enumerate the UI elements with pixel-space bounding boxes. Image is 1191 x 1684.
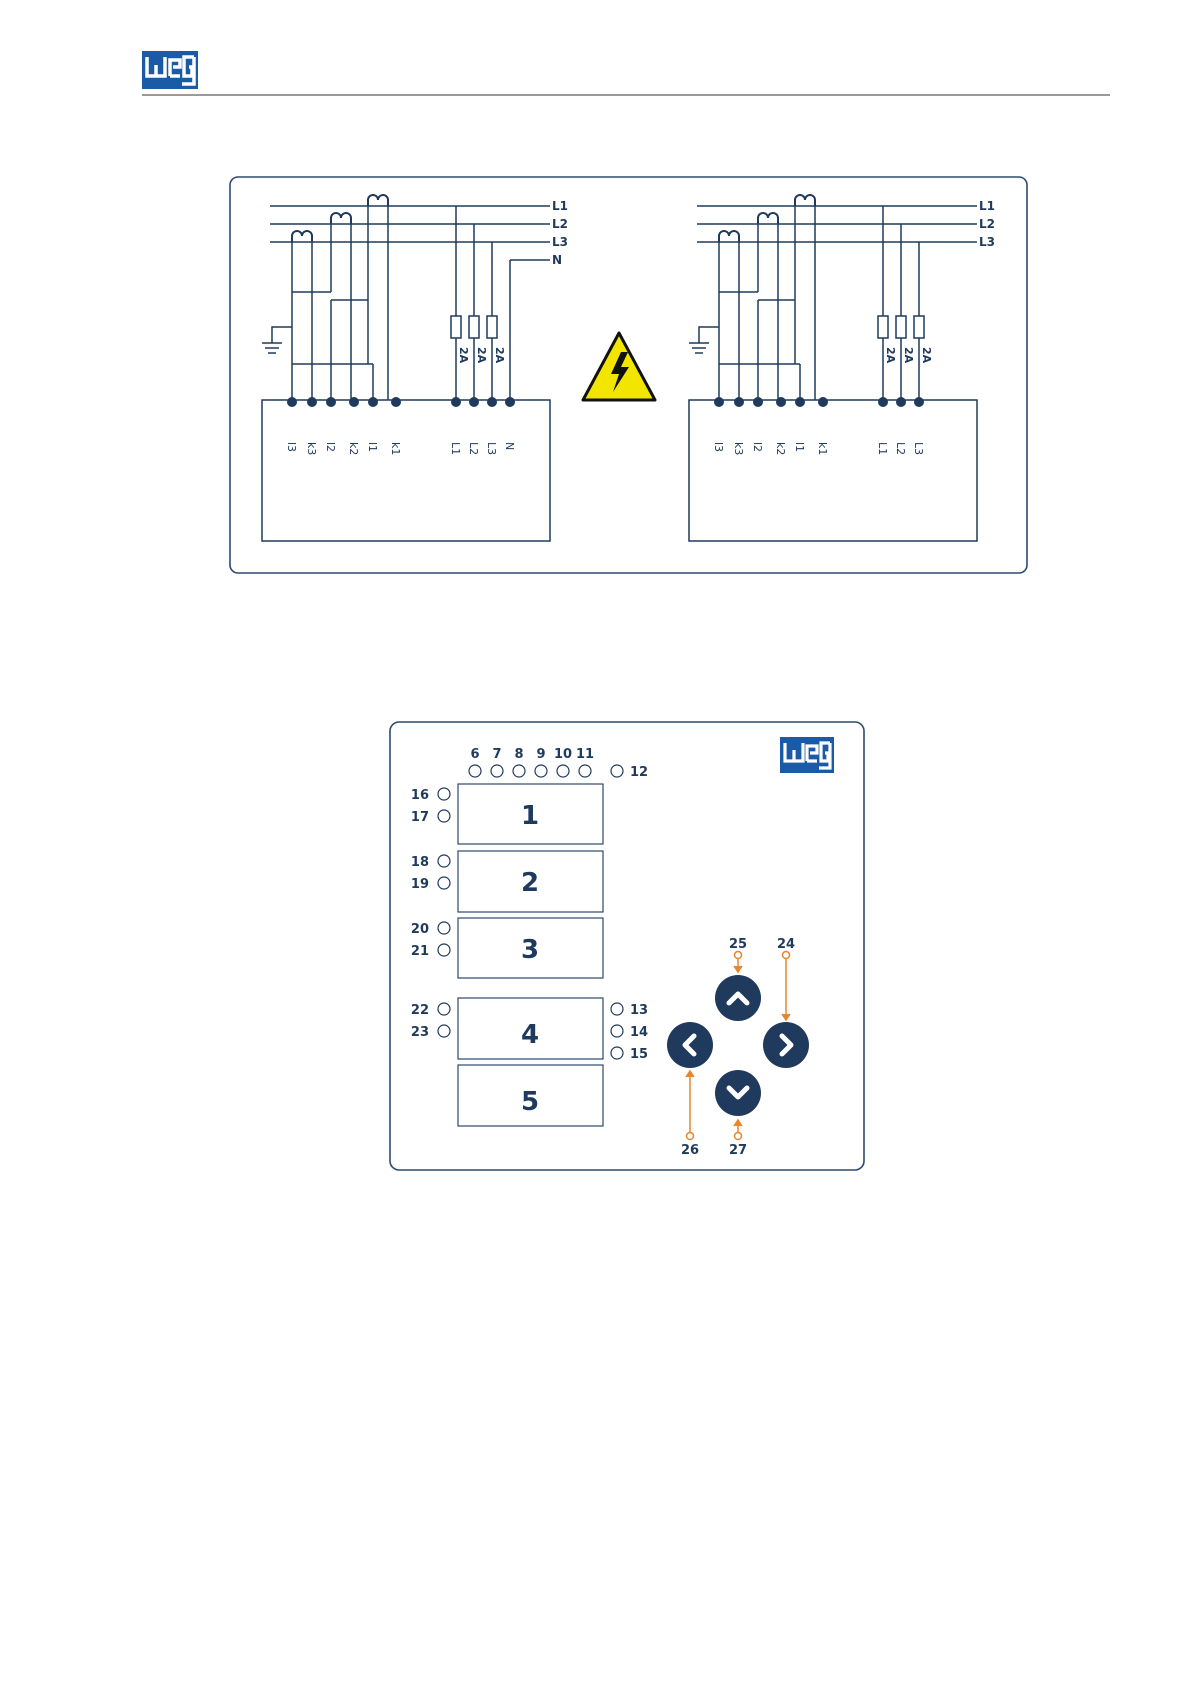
terminal-label: l2 [751, 442, 764, 452]
fuse-label: 2A [902, 347, 915, 364]
led-number: 12 [630, 765, 648, 780]
wiring-left-terminals [287, 397, 515, 407]
line-label: L1 [552, 199, 568, 213]
callout-label: 25 [729, 937, 747, 952]
display-number: 2 [521, 868, 539, 898]
led-number: 7 [492, 747, 501, 762]
callout-label: 26 [681, 1143, 699, 1158]
terminal-label: k2 [347, 442, 360, 455]
chevron-left-icon[interactable] [667, 1022, 713, 1068]
wiring-right [689, 195, 977, 541]
terminal-label: L2 [467, 442, 480, 455]
display-number: 5 [521, 1087, 539, 1117]
line-label: L3 [979, 235, 995, 249]
terminal-label: k2 [774, 442, 787, 455]
terminal-label: l3 [712, 442, 725, 452]
led-number: 6 [470, 747, 479, 762]
terminal-label: k3 [305, 442, 318, 455]
led-number: 23 [411, 1025, 429, 1040]
line-label: L1 [979, 199, 995, 213]
panel-weg-logo [780, 737, 834, 773]
line-label: N [552, 253, 562, 267]
callout-label: 27 [729, 1143, 747, 1158]
chevron-right-icon[interactable] [763, 1022, 809, 1068]
terminal-label: L1 [449, 442, 462, 455]
terminal-label: l1 [793, 442, 806, 452]
display-number: 1 [521, 801, 539, 831]
line-label: L2 [979, 217, 995, 231]
wiring-right-terminals [714, 397, 924, 407]
led-number: 8 [514, 747, 523, 762]
callout-label: 24 [777, 937, 795, 952]
terminal-label: L3 [485, 442, 498, 455]
led-number: 21 [411, 944, 429, 959]
high-voltage-warning-icon [583, 333, 655, 400]
led-number: 18 [411, 855, 429, 870]
led-number: 14 [630, 1025, 648, 1040]
left-led-column [438, 788, 450, 1037]
display-number: 3 [521, 935, 539, 965]
top-led-row [469, 765, 623, 777]
terminal-label: k1 [389, 442, 402, 455]
terminal-label: k3 [732, 442, 745, 455]
terminal-label: l3 [285, 442, 298, 452]
fuse-label: 2A [493, 347, 506, 364]
led-number: 13 [630, 1003, 648, 1018]
wiring-left [262, 195, 550, 541]
line-label: L3 [552, 235, 568, 249]
terminal-label: L1 [876, 442, 889, 455]
fuse-label: 2A [457, 347, 470, 364]
led-number: 20 [411, 922, 429, 937]
line-label: L2 [552, 217, 568, 231]
led-number: 9 [536, 747, 545, 762]
chevron-down-icon[interactable] [715, 1070, 761, 1116]
display-number: 4 [521, 1020, 539, 1050]
led-number: 11 [576, 747, 594, 762]
fuse-label: 2A [884, 347, 897, 364]
led-number: 15 [630, 1047, 648, 1062]
terminal-label: k1 [816, 442, 829, 455]
terminal-label: L2 [894, 442, 907, 455]
led-number: 10 [554, 747, 572, 762]
right-led-column [611, 1003, 623, 1059]
terminal-label: L3 [912, 442, 925, 455]
terminal-label: N [503, 442, 516, 450]
led-number: 19 [411, 877, 429, 892]
fuse-label: 2A [920, 347, 933, 364]
terminal-label: l1 [366, 442, 379, 452]
terminal-label: l2 [324, 442, 337, 452]
fuse-label: 2A [475, 347, 488, 364]
led-number: 16 [411, 788, 429, 803]
led-number: 17 [411, 810, 429, 825]
led-number: 22 [411, 1003, 429, 1018]
chevron-up-icon[interactable] [715, 975, 761, 1021]
